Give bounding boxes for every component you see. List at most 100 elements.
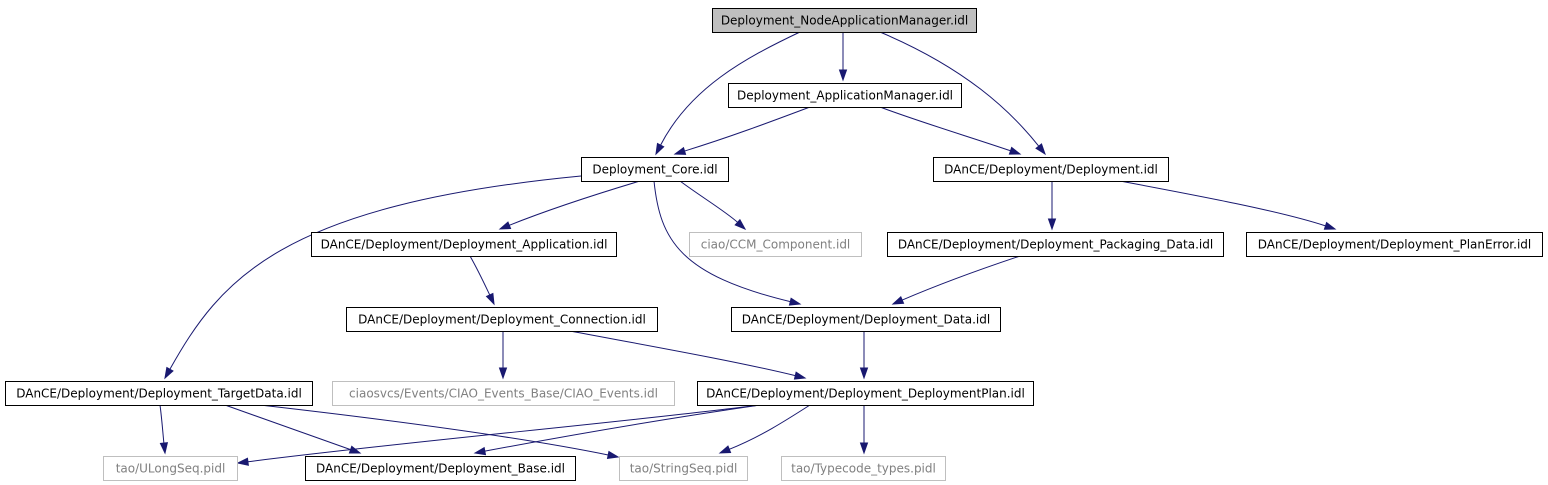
arrowhead-icon [838, 69, 848, 82]
node-conn[interactable]: DAnCE/Deployment/Deployment_Connection.i… [346, 307, 658, 332]
node-box[interactable] [731, 307, 1001, 332]
arrowhead-icon [1035, 143, 1046, 156]
arrowhead-icon [498, 221, 512, 230]
arrowhead-icon [734, 218, 747, 231]
edge-am-dep [879, 106, 1022, 155]
edge-core-app [498, 180, 641, 230]
node-label[interactable]: DAnCE/Deployment/Deployment_TargetData.i… [16, 387, 302, 401]
node-plan[interactable]: DAnCE/Deployment/Deployment_DeploymentPl… [697, 381, 1034, 406]
edge-line [679, 180, 738, 223]
node-box[interactable] [5, 381, 313, 406]
node-label[interactable]: DAnCE/Deployment/Deployment.idl [944, 163, 1158, 177]
edge-am-core [673, 106, 811, 155]
edge-nam-dep [879, 31, 1046, 156]
edge-line [729, 404, 811, 450]
node-box[interactable] [728, 83, 962, 108]
node-label[interactable]: ciao/CCM_Component.idl [701, 238, 851, 252]
edge-line [509, 180, 641, 226]
node-label[interactable]: DAnCE/Deployment/Deployment_Packaging_Da… [898, 238, 1213, 252]
edge-line [879, 31, 1040, 147]
node-label[interactable]: DAnCE/Deployment/Deployment_PlanError.id… [1258, 238, 1531, 252]
arrowhead-icon [859, 367, 869, 380]
edge-plan-ulong [236, 404, 761, 466]
edge-line [259, 404, 609, 456]
node-box[interactable] [712, 8, 977, 33]
edge-line [684, 106, 811, 152]
arrowhead-icon [164, 366, 174, 380]
edge-line [247, 404, 761, 463]
node-label[interactable]: Deployment_NodeApplicationManager.idl [721, 14, 968, 28]
node-perr[interactable]: DAnCE/Deployment/Deployment_PlanError.id… [1246, 232, 1543, 257]
edges-layer [159, 31, 1337, 466]
node-box[interactable] [1246, 232, 1543, 257]
node-label[interactable]: tao/StringSeq.pidl [630, 462, 738, 476]
node-box[interactable] [781, 456, 946, 481]
node-pkg[interactable]: DAnCE/Deployment/Deployment_Packaging_Da… [887, 232, 1224, 257]
edge-dep-perr [1119, 180, 1337, 230]
node-label[interactable]: DAnCE/Deployment/Deployment_Base.idl [316, 462, 565, 476]
node-box[interactable] [332, 381, 675, 406]
nodes-layer: Deployment_NodeApplicationManager.idlDep… [5, 8, 1543, 481]
edge-nam-am [838, 32, 848, 82]
arrowhead-icon [485, 292, 495, 306]
edge-plan-tc [859, 404, 869, 455]
node-data[interactable]: DAnCE/Deployment/Deployment_Data.idl [731, 307, 1001, 332]
node-box[interactable] [305, 456, 576, 481]
arrowhead-icon [606, 450, 620, 460]
edge-plan-base [473, 404, 761, 456]
node-ccm[interactable]: ciao/CCM_Component.idl [689, 232, 862, 257]
node-core[interactable]: Deployment_Core.idl [581, 157, 729, 182]
node-box[interactable] [933, 157, 1169, 182]
arrowhead-icon [788, 297, 802, 306]
node-label[interactable]: Deployment_Core.idl [592, 163, 717, 177]
arrowhead-icon [891, 295, 905, 305]
arrowhead-icon [655, 142, 665, 156]
node-label[interactable]: tao/Typecode_types.pidl [791, 462, 936, 476]
arrowhead-icon [1047, 218, 1057, 231]
node-box[interactable] [689, 232, 862, 257]
node-tc[interactable]: tao/Typecode_types.pidl [781, 456, 946, 481]
node-box[interactable] [311, 232, 617, 257]
arrowhead-icon [1008, 146, 1022, 155]
node-label[interactable]: DAnCE/Deployment/Deployment_Application.… [321, 238, 608, 252]
node-label[interactable]: tao/ULongSeq.pidl [116, 462, 226, 476]
node-box[interactable] [103, 456, 238, 481]
node-base[interactable]: DAnCE/Deployment/Deployment_Base.idl [305, 456, 576, 481]
node-am[interactable]: Deployment_ApplicationManager.idl [728, 83, 962, 108]
node-box[interactable] [581, 157, 729, 182]
node-box[interactable] [697, 381, 1034, 406]
node-nam[interactable]: Deployment_NodeApplicationManager.idl [712, 8, 977, 33]
edge-line [569, 330, 796, 377]
node-label[interactable]: DAnCE/Deployment/Deployment_DeploymentPl… [706, 387, 1025, 401]
edge-conn-evt [498, 331, 508, 380]
arrowhead-icon [236, 457, 249, 466]
edge-tgt-str [259, 404, 620, 460]
arrowhead-icon [793, 371, 807, 380]
edge-core-data [653, 180, 802, 306]
edge-app-conn [469, 255, 495, 306]
arrowhead-icon [718, 445, 732, 454]
node-app[interactable]: DAnCE/Deployment/Deployment_Application.… [311, 232, 617, 257]
edge-core-tgt [164, 175, 582, 380]
node-box[interactable] [346, 307, 658, 332]
edge-line [653, 180, 791, 303]
node-tgt[interactable]: DAnCE/Deployment/Deployment_TargetData.i… [5, 381, 313, 406]
node-str[interactable]: tao/StringSeq.pidl [619, 456, 748, 481]
edge-line [159, 404, 165, 444]
edge-line [660, 31, 801, 146]
edge-line [224, 404, 351, 451]
edge-nam-core [655, 31, 801, 156]
node-label[interactable]: Deployment_ApplicationManager.idl [737, 89, 953, 103]
node-evt[interactable]: ciaosvcs/Events/CIAO_Events_Base/CIAO_Ev… [332, 381, 675, 406]
arrowhead-icon [673, 146, 687, 155]
node-box[interactable] [887, 232, 1224, 257]
node-dep[interactable]: DAnCE/Deployment/Deployment.idl [933, 157, 1169, 182]
node-box[interactable] [619, 456, 748, 481]
node-label[interactable]: ciaosvcs/Events/CIAO_Events_Base/CIAO_Ev… [349, 387, 658, 401]
node-label[interactable]: DAnCE/Deployment/Deployment_Data.idl [742, 313, 990, 327]
edge-dep-pkg [1047, 181, 1057, 231]
node-ulong[interactable]: tao/ULongSeq.pidl [103, 456, 238, 481]
edge-pkg-data [891, 255, 1021, 305]
node-label[interactable]: DAnCE/Deployment/Deployment_Connection.i… [358, 313, 646, 327]
